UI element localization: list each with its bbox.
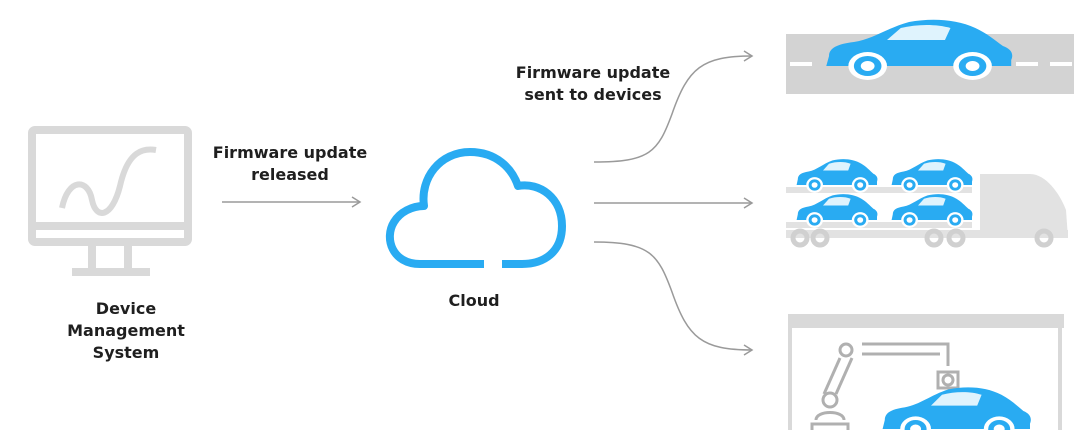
sent-arrows [593,50,754,356]
dms-label-line-1: Device [95,299,157,318]
dms-label: Device Management System [56,298,196,364]
robot-arm-factory-icon [788,314,1064,430]
sent-label-line-2: sent to devices [524,85,662,104]
released-label-line-1: Firmware update [212,143,368,162]
car-carrier-truck-icon [786,159,1068,248]
monitor-icon [28,126,192,276]
cloud-label: Cloud [434,290,514,312]
sent-label-line-1: Firmware update [515,63,671,82]
released-label-line-2: released [251,165,329,184]
dms-label-line-3: System [92,343,160,362]
cloud-label-text: Cloud [448,291,500,310]
dms-label-line-2: Management [67,321,185,340]
released-arrow [222,196,362,208]
released-label: Firmware update released [200,142,380,186]
car-on-road-icon [786,19,1074,94]
sent-label: Firmware update sent to devices [500,62,686,106]
cloud-icon [386,148,566,268]
